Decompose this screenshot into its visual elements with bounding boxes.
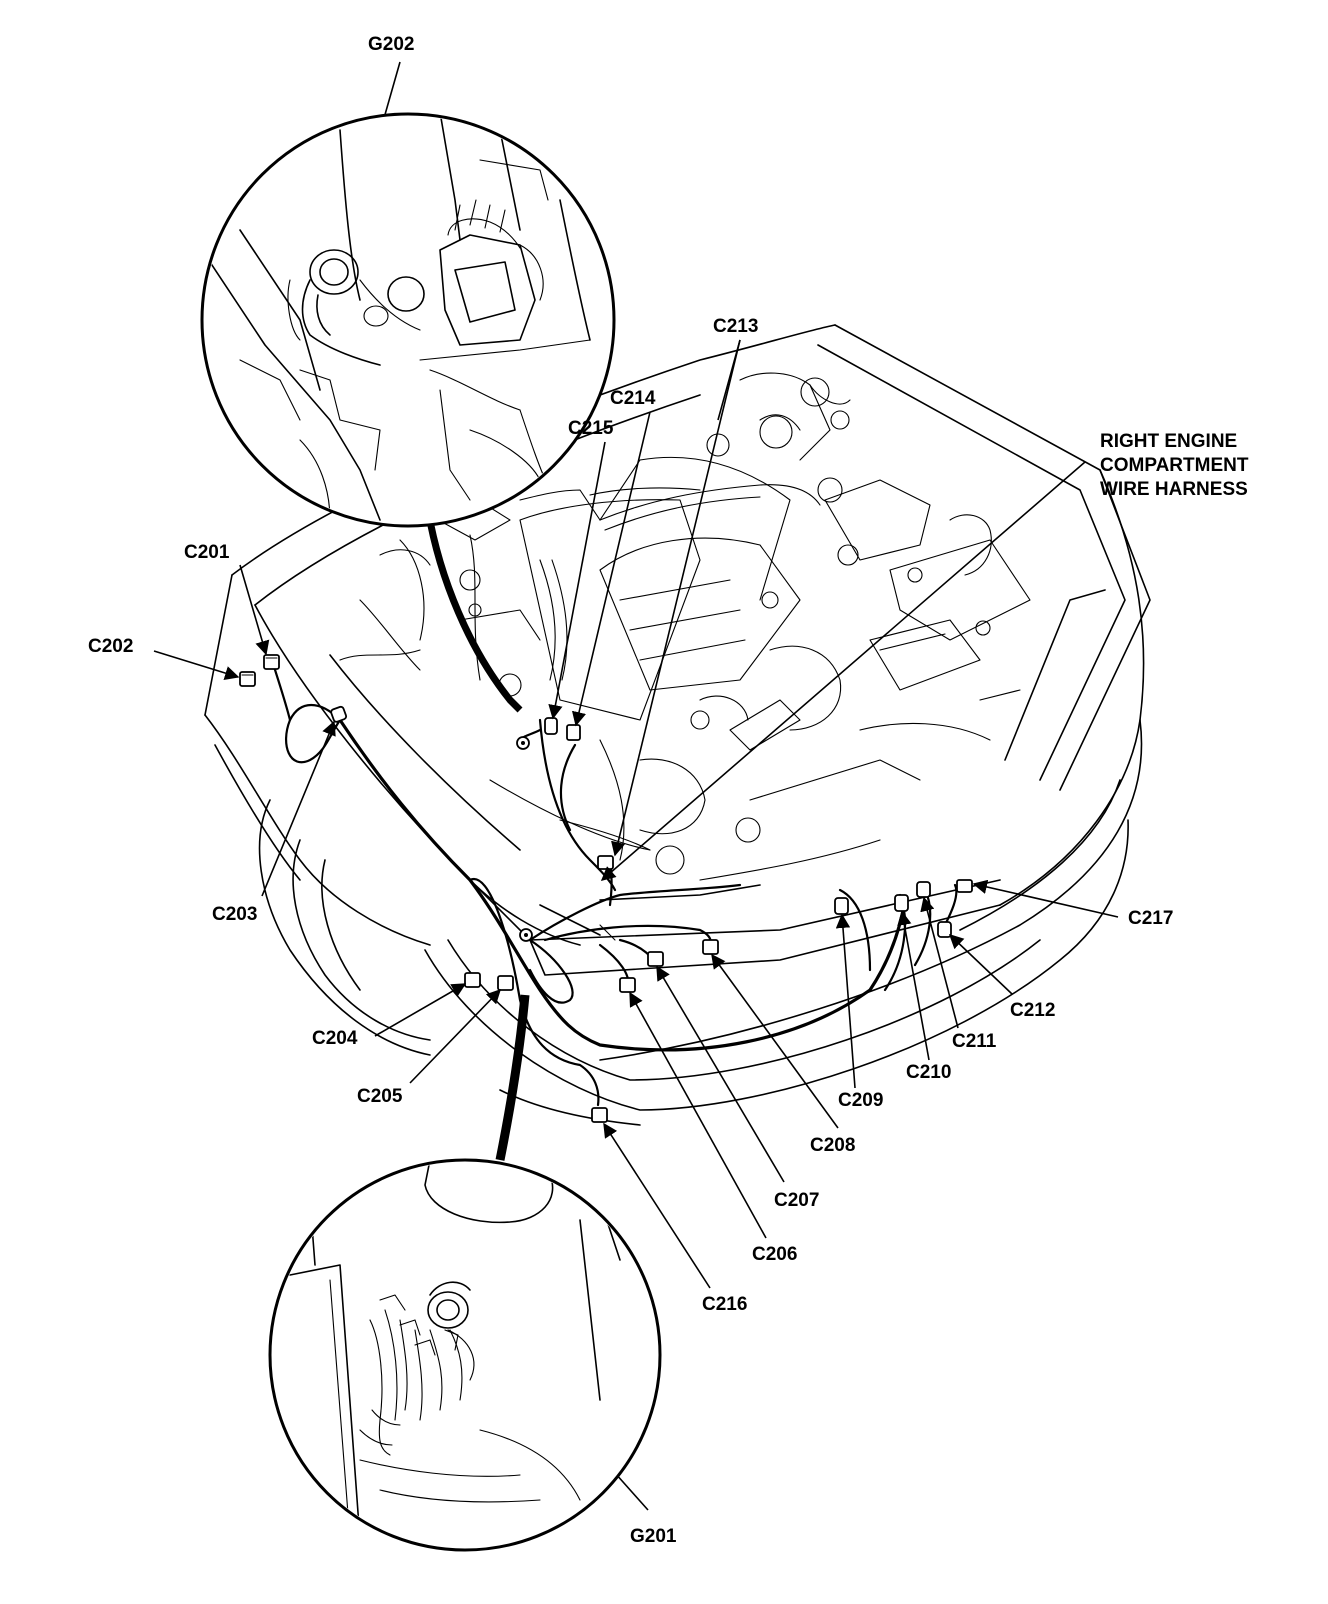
connector-c210-icon[interactable] [894,894,909,912]
inset-leader-bottom [495,994,530,1161]
connector-c214-icon[interactable] [566,724,581,741]
connector-c206-icon[interactable] [619,977,636,993]
connector-c211-icon[interactable] [916,881,931,898]
inset-leader-top [424,509,523,713]
detail-inset-bottom [268,1158,662,1552]
label-c211: C211 [952,1031,997,1052]
label-g201: G201 [630,1526,677,1547]
label-c203: C203 [212,904,257,925]
detail-inset-top [200,112,616,528]
connector-c215-icon[interactable] [544,717,558,735]
label-c209: C209 [838,1090,883,1111]
connector-c208-icon[interactable] [702,939,719,955]
connector-c207-icon[interactable] [647,951,664,967]
connector-c212-icon[interactable] [937,921,952,938]
connector-c213-icon[interactable] [597,855,614,870]
connector-c203-icon[interactable] [330,705,348,723]
label-c207: C207 [774,1190,819,1211]
connector-c205-icon[interactable] [497,975,514,991]
label-c205: C205 [357,1086,403,1107]
label-c202: C202 [88,636,133,657]
ground-bolt-icon [519,928,533,942]
connector-c217-icon[interactable] [956,879,973,893]
connector-c216-icon[interactable] [591,1107,608,1123]
label-c208: C208 [810,1135,855,1156]
connector-c201-icon[interactable] [263,654,280,670]
wire-harness [270,658,958,1107]
label-c201: C201 [184,542,230,563]
connector-c204-icon[interactable] [464,972,481,988]
label-c204: C204 [312,1028,358,1049]
label-harness-line1: RIGHT ENGINE [1100,431,1237,452]
label-c210: C210 [906,1062,951,1083]
label-c217: C217 [1128,908,1173,929]
label-c212: C212 [1010,1000,1055,1021]
connector-c202-icon[interactable] [239,671,256,687]
label-harness-line2: COMPARTMENT [1100,455,1249,476]
ground-bolt-icon [516,736,530,750]
callout-labels: G202 C213 C214 C215 C201 C202 C203 C204 … [88,34,1249,1547]
label-c215: C215 [568,418,614,439]
label-g202: G202 [368,34,414,55]
label-harness-line3: WIRE HARNESS [1100,479,1248,500]
label-c213: C213 [713,316,758,337]
label-c216: C216 [702,1294,747,1315]
label-c206: C206 [752,1244,797,1265]
connector-c209-icon[interactable] [834,897,849,915]
label-c214: C214 [610,388,656,409]
